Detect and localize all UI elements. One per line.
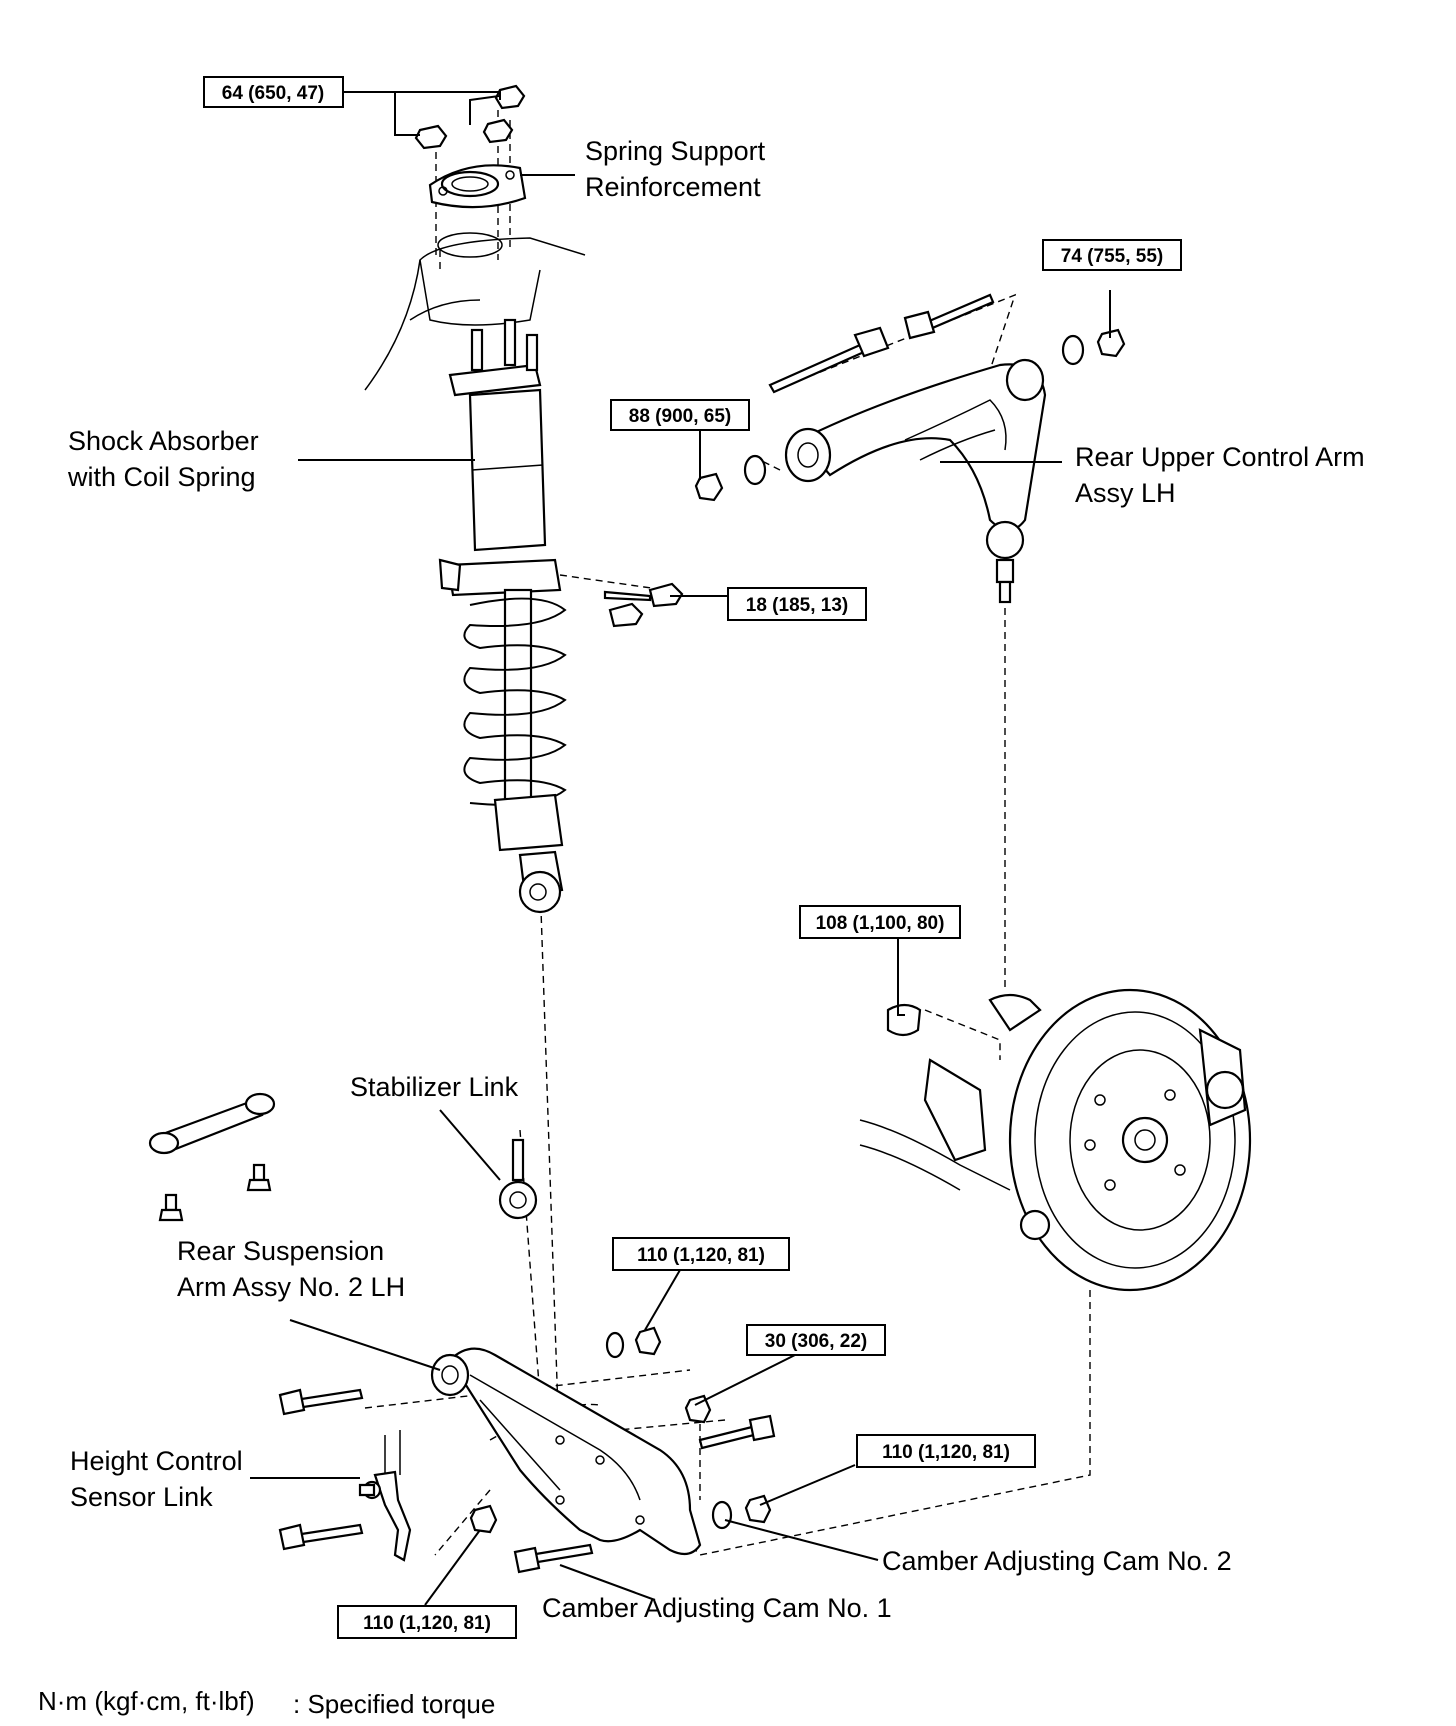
label-height-sensor-line1: Height Control — [70, 1446, 243, 1476]
label-upper-arm-line1: Rear Upper Control Arm — [1075, 442, 1365, 472]
shock-bracket-bolts — [603, 582, 684, 628]
torque-110-right: 110 (1,120, 81) — [882, 1442, 1010, 1463]
torque-64: 64 (650, 47) — [222, 83, 324, 104]
vehicle-body-mount — [364, 232, 586, 391]
leader-lines — [250, 91, 1111, 1606]
torque-boxes: 64 (650, 47) 74 (755, 55) 88 (900, 65) 1… — [203, 76, 1182, 1639]
height-control-sensor-link — [358, 1430, 412, 1562]
shock-absorber-with-coil-spring — [438, 318, 567, 914]
torque-110-upper: 110 (1,120, 81) — [637, 1245, 765, 1266]
rear-suspension-arm-no2 — [278, 1326, 776, 1574]
stabilizer-link — [148, 1092, 538, 1222]
torque-74: 74 (755, 55) — [1061, 246, 1163, 267]
label-camber-cam-2: Camber Adjusting Cam No. 2 — [882, 1546, 1232, 1576]
rear-axle-knuckle-and-disc — [859, 988, 1252, 1292]
label-spring-support-line2: Reinforcement — [585, 172, 761, 202]
spring-support-reinforcement — [414, 84, 527, 209]
legend-meaning: : Specified torque — [293, 1689, 495, 1719]
label-upper-arm-line2: Assy LH — [1075, 478, 1176, 508]
torque-110-lower: 110 (1,120, 81) — [363, 1613, 491, 1634]
torque-30: 30 (306, 22) — [765, 1331, 867, 1352]
assembly-guide-lines — [364, 110, 1091, 1556]
label-camber-cam-1: Camber Adjusting Cam No. 1 — [542, 1593, 892, 1623]
legend-units: N·m (kgf·cm, ft·lbf) — [38, 1686, 255, 1716]
rear-upper-control-arm — [694, 293, 1126, 604]
label-spring-support-line1: Spring Support — [585, 136, 766, 166]
label-stabilizer-link: Stabilizer Link — [350, 1072, 519, 1102]
label-shock-absorber-line2: with Coil Spring — [67, 462, 256, 492]
torque-legend: N·m (kgf·cm, ft·lbf) : Specified torque — [38, 1686, 495, 1719]
part-labels: Spring Support Reinforcement Shock Absor… — [67, 136, 1365, 1623]
label-height-sensor-line2: Sensor Link — [70, 1482, 213, 1512]
torque-108: 108 (1,100, 80) — [816, 913, 945, 934]
label-suspension-arm-line2: Arm Assy No. 2 LH — [177, 1272, 405, 1302]
label-suspension-arm-line1: Rear Suspension — [177, 1236, 384, 1266]
label-shock-absorber-line1: Shock Absorber — [68, 426, 259, 456]
torque-18: 18 (185, 13) — [746, 595, 848, 616]
torque-88: 88 (900, 65) — [629, 406, 731, 427]
